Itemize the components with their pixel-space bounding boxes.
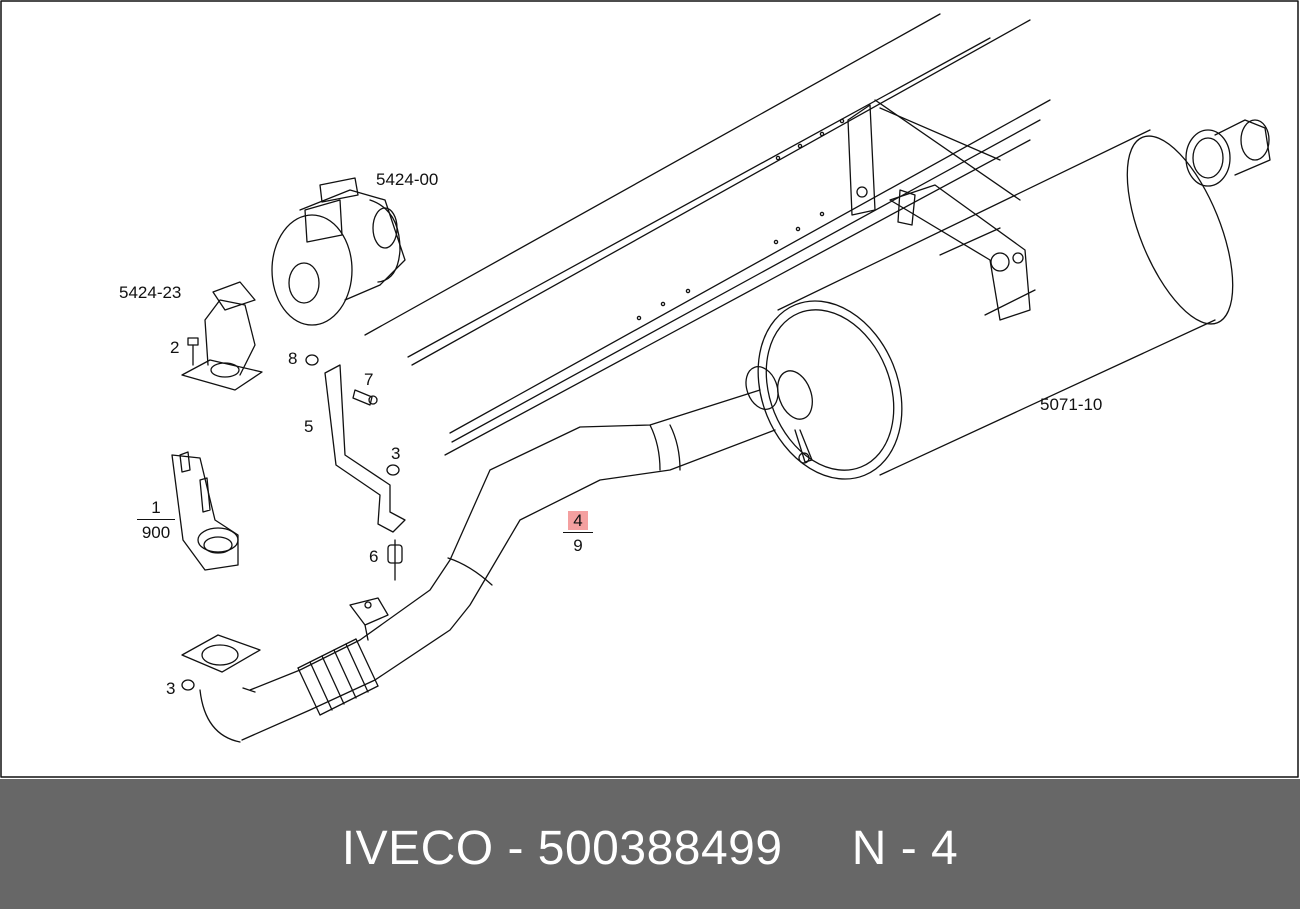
- nut-3-lower-drawing: [181, 679, 195, 691]
- fraction-4-bar: [563, 532, 593, 533]
- footer-part-number: 500388499: [537, 821, 783, 875]
- bracket-assembly-drawing: [171, 451, 239, 571]
- callout-nut-8[interactable]: 8: [288, 349, 298, 368]
- footer-gap: [783, 821, 852, 876]
- fraction-1-numerator: 1: [151, 498, 161, 517]
- nut-8-drawing: [305, 354, 319, 366]
- pipe-support: [349, 597, 389, 641]
- fraction-4-numerator-highlight: 4: [568, 511, 588, 530]
- callout-bolt-2[interactable]: 2: [170, 338, 180, 357]
- callout-muffler[interactable]: 5071-10: [1040, 395, 1103, 414]
- diagram-border: [0, 0, 1299, 778]
- callout-nut-3-lower[interactable]: 3: [166, 679, 176, 698]
- muffler-hanger: [847, 104, 1031, 321]
- fraction-1-bar: [137, 519, 175, 520]
- muffler-body: [757, 119, 1271, 480]
- footer-position-label: N - 4: [851, 821, 959, 875]
- footer-bar: IVECO - 500388499 N - 4: [0, 779, 1300, 909]
- exhaust-system-drawing: [0, 0, 1299, 778]
- elbow-drawing: [181, 281, 263, 391]
- screw-7-drawing: [352, 389, 378, 406]
- fraction-1-denominator: 900: [141, 523, 171, 542]
- exhaust-pipe: [181, 366, 813, 743]
- stud-6-drawing: [387, 539, 403, 581]
- footer-brand: IVECO: [341, 821, 494, 875]
- bolt-2-drawing: [187, 337, 199, 366]
- footer-caption: IVECO - 500388499 N - 4: [0, 779, 1300, 909]
- callout-stud-6[interactable]: 6: [369, 547, 379, 566]
- callout-elbow[interactable]: 5424-23: [119, 283, 182, 302]
- callout-nut-3-upper[interactable]: 3: [391, 444, 401, 463]
- footer-separator: -: [493, 821, 538, 875]
- turbocharger-drawing: [271, 177, 406, 326]
- nut-3-upper-drawing: [386, 464, 400, 476]
- callout-fraction-1-900[interactable]: 1 900: [137, 498, 175, 542]
- bracket-5-drawing: [324, 364, 406, 533]
- chassis-frame: [364, 13, 1051, 456]
- callout-bracket-5[interactable]: 5: [304, 417, 314, 436]
- callout-fraction-4-9-highlighted[interactable]: 4 9: [563, 511, 593, 555]
- callout-screw-7[interactable]: 7: [364, 370, 374, 389]
- fraction-4-denominator: 9: [573, 536, 583, 555]
- callout-turbocharger[interactable]: 5424-00: [376, 170, 439, 189]
- parts-diagram: 5424-00 5424-23 5071-10 2 8 7 5 3 6 3 1 …: [0, 0, 1300, 779]
